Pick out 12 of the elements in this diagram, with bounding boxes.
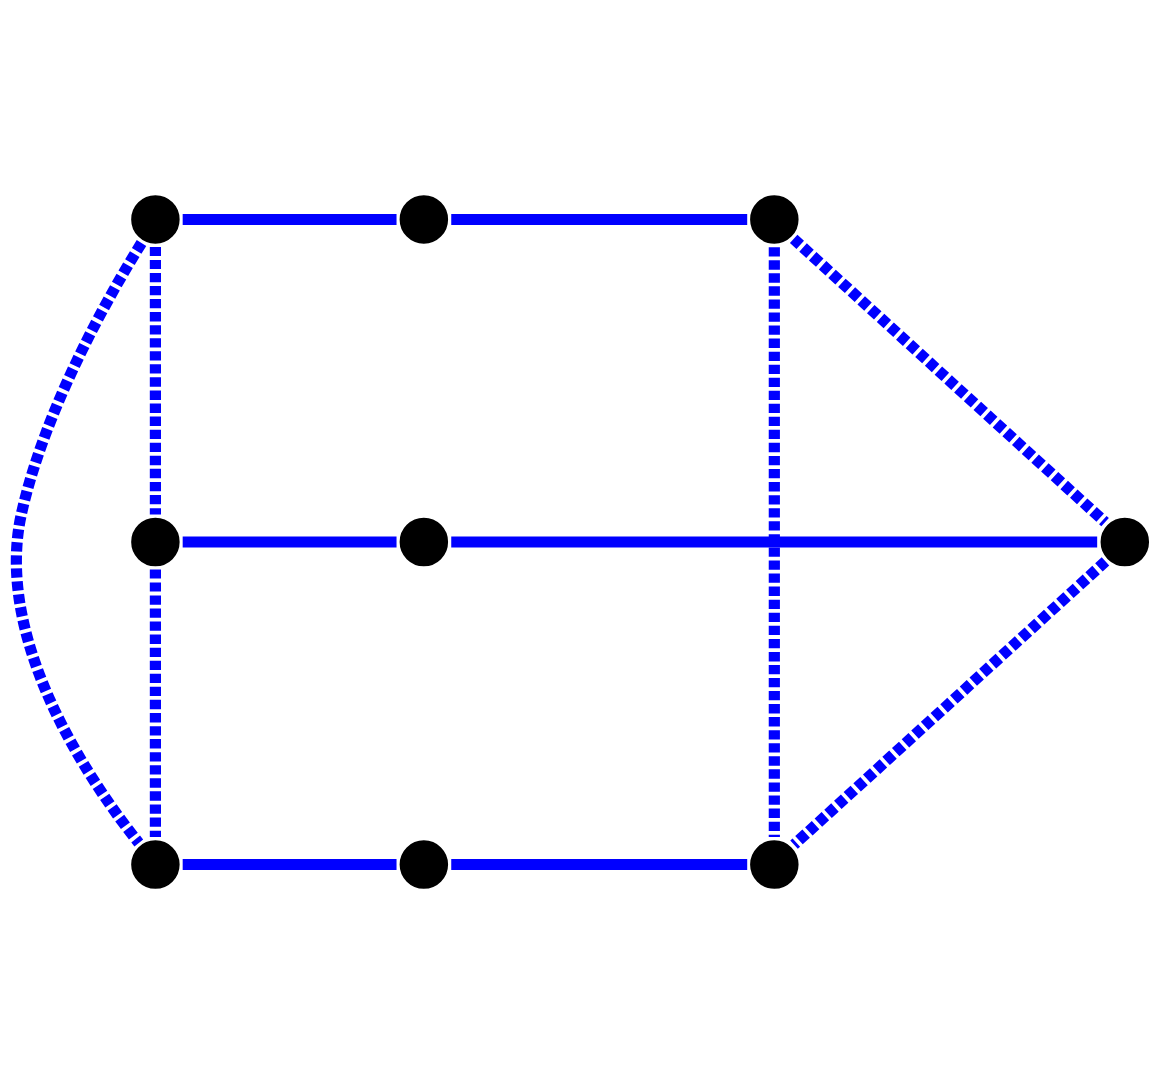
connector	[790, 556, 1110, 849]
connector	[451, 213, 748, 225]
connector	[789, 234, 1109, 526]
connector	[11, 239, 147, 846]
connector	[149, 246, 161, 514]
connector	[768, 246, 780, 837]
connector	[451, 535, 1098, 548]
connector	[451, 858, 748, 870]
connector	[149, 568, 161, 837]
connector	[182, 213, 397, 225]
connector	[182, 858, 397, 870]
connector	[182, 535, 397, 548]
